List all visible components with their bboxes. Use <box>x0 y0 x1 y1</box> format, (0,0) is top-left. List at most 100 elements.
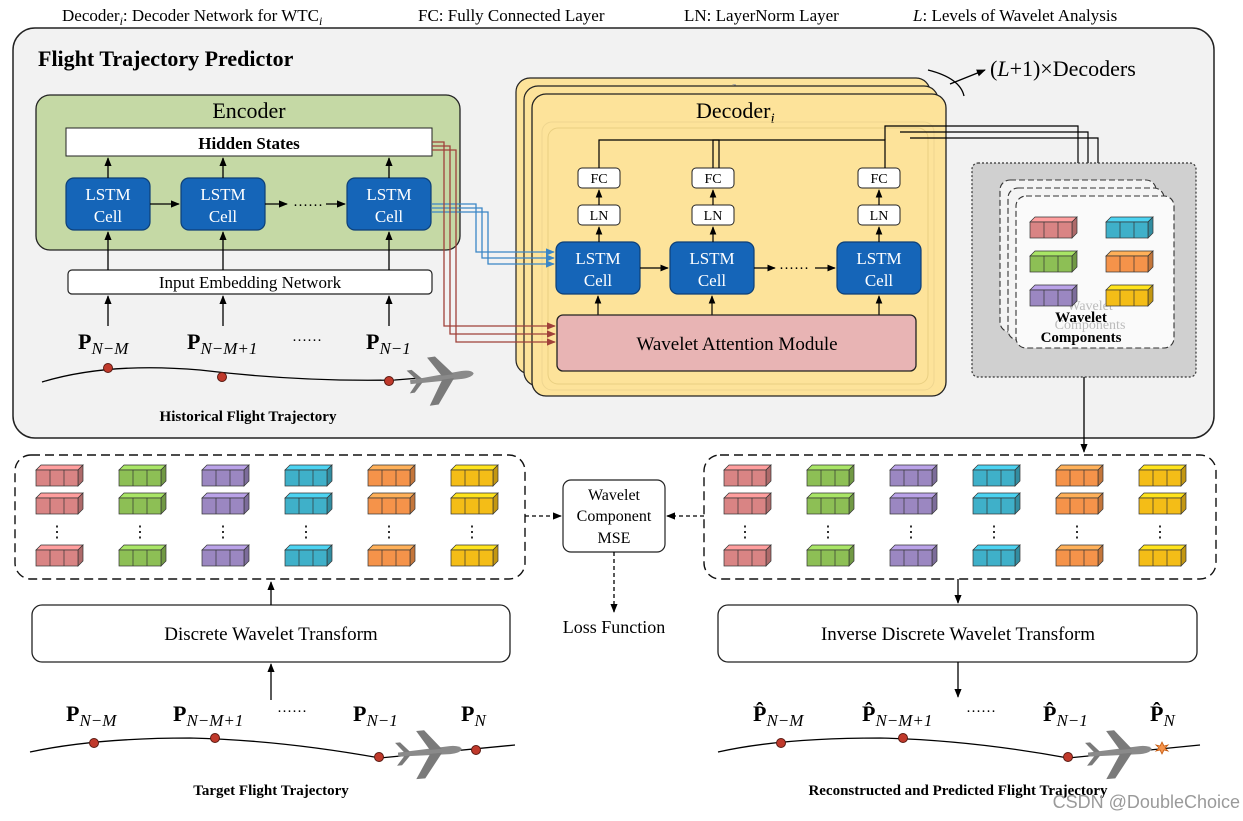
vertical-ellipsis: ⋮ <box>464 524 480 541</box>
wavelet-cube <box>1055 544 1104 567</box>
decoder-column-1: FC LN LSTM Cell <box>555 167 641 295</box>
wavelet-cube <box>1029 250 1078 273</box>
svg-text:LSTM: LSTM <box>856 249 901 268</box>
wavelet-cube <box>723 544 772 567</box>
components-cubes <box>1029 216 1154 307</box>
wavelet-cube <box>118 492 167 515</box>
wavelet-cube <box>450 464 499 487</box>
components-label-1: Wavelet <box>1055 310 1107 326</box>
wavelet-cube <box>1029 216 1078 239</box>
svg-text:P̂N−M: P̂N−M <box>753 701 804 730</box>
wavelet-cube <box>972 492 1021 515</box>
hidden-states-box <box>65 127 433 157</box>
svg-text:LSTM: LSTM <box>575 249 620 268</box>
wavelet-cube <box>972 544 1021 567</box>
predicted-cubes: ⋮⋮⋮⋮⋮⋮ <box>723 464 1187 567</box>
encoder: Encoder Hidden States LSTM Cell LSTM Cel… <box>35 94 461 251</box>
svg-text:PN−M: PN−M <box>66 701 117 730</box>
svg-text:LSTM: LSTM <box>85 185 130 204</box>
reconstructed-points: P̂N−M P̂N−M+1 ······ P̂N−1 P̂N <box>753 701 1176 730</box>
mse-line-1: Wavelet <box>588 487 641 504</box>
svg-text:LN: LN <box>590 209 609 224</box>
wavelet-cube <box>201 464 250 487</box>
predictor-title: Flight Trajectory Predictor <box>38 46 294 71</box>
svg-text:LN: LN <box>870 209 889 224</box>
wavelet-cube <box>1029 284 1078 307</box>
target-components-grid <box>14 454 526 580</box>
legend-fc: FC: Fully Connected Layer <box>418 6 605 25</box>
wavelet-cube <box>1138 544 1187 567</box>
encoder-ellipsis: ······ <box>293 198 323 214</box>
vertical-ellipsis: ⋮ <box>903 524 919 541</box>
svg-text:Cell: Cell <box>209 207 238 226</box>
wavelet-cube <box>367 544 416 567</box>
wavelet-cube <box>1105 250 1154 273</box>
wavelet-cube <box>889 544 938 567</box>
wavelet-attention-box <box>556 314 917 372</box>
idwt-label: Inverse Discrete Wavelet Transform <box>821 624 1095 645</box>
airplane-icon <box>1084 727 1155 781</box>
wavelet-cube <box>806 544 855 567</box>
embedding-label: Input Embedding Network <box>159 273 342 292</box>
wavelet-cube <box>1055 464 1104 487</box>
trajectory-point <box>1063 752 1073 762</box>
legend: Decoderi: Decoder Network for WTCi FC: F… <box>62 6 1117 28</box>
encoder-cell-2: LSTM Cell <box>180 177 266 231</box>
vertical-ellipsis: ⋮ <box>1152 524 1168 541</box>
trajectory-point <box>898 733 908 743</box>
mse-line-2: Component <box>577 508 652 525</box>
trajectory-point <box>103 363 113 373</box>
svg-text:LSTM: LSTM <box>366 185 411 204</box>
historical-trajectory <box>41 351 478 409</box>
wavelet-cube <box>118 464 167 487</box>
wavelet-cube <box>201 492 250 515</box>
historical-inputs: PN−M PN−M+1 ······ PN−1 <box>78 329 411 358</box>
wavelet-cube <box>889 464 938 487</box>
vertical-ellipsis: ⋮ <box>381 524 397 541</box>
target-trajectory <box>29 727 516 781</box>
legend-levels: L: Levels of Wavelet Analysis <box>912 6 1117 25</box>
loss-function-label: Loss Function <box>563 617 666 637</box>
embedding-box <box>67 269 433 295</box>
vertical-ellipsis: ⋮ <box>49 524 65 541</box>
svg-text:······: ······ <box>966 704 996 720</box>
decoder-count-brace <box>927 69 965 97</box>
wavelet-attention-label: Wavelet Attention Module <box>636 334 837 355</box>
decoder-column-3: FC LN LSTM Cell <box>836 167 922 295</box>
input-p-n-m-1: PN−M+1 <box>187 329 257 358</box>
svg-text:FC: FC <box>590 172 607 187</box>
wavelet-cube <box>284 492 333 515</box>
wavelet-cube <box>1138 492 1187 515</box>
trajectory-point <box>471 745 481 755</box>
trajectory-point <box>374 752 384 762</box>
components-faint-1: Wavelet <box>1067 299 1113 314</box>
wavelet-cube <box>284 544 333 567</box>
encoder-cell-1: LSTM Cell <box>65 177 151 231</box>
svg-text:LSTM: LSTM <box>200 185 245 204</box>
trajectory-point <box>217 372 227 382</box>
wavelet-cube <box>450 544 499 567</box>
svg-text:P̂N−M+1: P̂N−M+1 <box>862 701 932 730</box>
wavelet-cube <box>118 544 167 567</box>
reconstructed-caption: Reconstructed and Predicted Flight Traje… <box>808 783 1108 799</box>
wavelet-cube <box>1105 216 1154 239</box>
dwt-label: Discrete Wavelet Transform <box>164 624 378 645</box>
hidden-states-label: Hidden States <box>198 134 300 153</box>
wavelet-cube <box>1138 464 1187 487</box>
vertical-ellipsis: ⋮ <box>986 524 1002 541</box>
wavelet-cube <box>35 464 84 487</box>
encoder-cell-3: LSTM Cell <box>346 177 432 231</box>
svg-text:FC: FC <box>704 172 721 187</box>
wavelet-cube <box>367 464 416 487</box>
wavelet-cube <box>367 492 416 515</box>
vertical-ellipsis: ⋮ <box>132 524 148 541</box>
svg-text:PN−1: PN−1 <box>353 701 398 730</box>
svg-text:PN−M+1: PN−M+1 <box>173 701 243 730</box>
vertical-ellipsis: ⋮ <box>737 524 753 541</box>
encoder-to-decoder-blue <box>432 203 555 268</box>
wavelet-cube <box>1105 284 1154 307</box>
wavelet-cube <box>1055 492 1104 515</box>
encoder-title: Encoder <box>212 98 286 123</box>
wavelet-cube <box>889 492 938 515</box>
vertical-ellipsis: ⋮ <box>298 524 314 541</box>
